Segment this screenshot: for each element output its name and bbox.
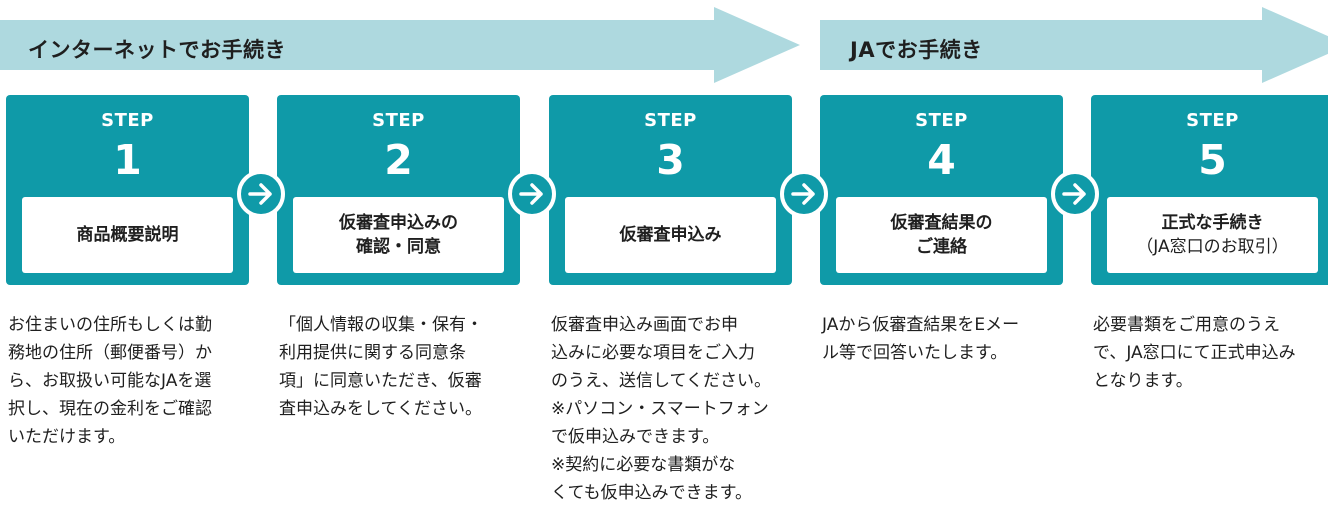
step-title-line: 仮審査申込み bbox=[619, 225, 722, 245]
step-card-4: STEP 4 仮審査結果の ご連絡 bbox=[820, 95, 1063, 285]
step-2-description: 「個人情報の収集・保有・ 利用提供に関する同意条 項」に同意いただき、仮審 査申… bbox=[279, 315, 483, 419]
arrow-right-icon bbox=[508, 170, 556, 218]
step-subtitle: （JA窓口のお取引） bbox=[1136, 237, 1289, 257]
banner-arrows bbox=[0, 7, 1328, 83]
step-card-2: STEP 2 仮審査申込みの 確認・同意 bbox=[277, 95, 520, 285]
step-card-1: STEP 1 商品概要説明 bbox=[6, 95, 249, 285]
step-label: STEP bbox=[644, 110, 697, 131]
step-1-description: お住まいの住所もしくは勤 務地の住所（郵便番号）か ら、お取扱い可能なJAを選 … bbox=[8, 315, 212, 447]
step-number: 2 bbox=[384, 136, 413, 184]
step-label: STEP bbox=[915, 110, 968, 131]
step-4-description: JAから仮審査結果をEメー ル等で回答いたします。 bbox=[822, 315, 1020, 363]
arrow-right-icon bbox=[780, 170, 828, 218]
step-number: 1 bbox=[113, 136, 142, 184]
arrow-right-icon bbox=[237, 170, 285, 218]
step-title-box: 正式な手続き （JA窓口のお取引） bbox=[1107, 197, 1318, 273]
step-title-box: 仮審査申込みの 確認・同意 bbox=[293, 197, 504, 273]
ja-procedure-label: JAでお手続き bbox=[850, 38, 983, 62]
internet-procedure-label: インターネットでお手続き bbox=[28, 38, 286, 62]
arrow-right-glyph bbox=[791, 183, 815, 205]
step-card-5: STEP 5 正式な手続き （JA窓口のお取引） bbox=[1091, 95, 1328, 285]
step-card-3: STEP 3 仮審査申込み bbox=[549, 95, 792, 285]
step-title-line: 商品概要説明 bbox=[76, 225, 179, 245]
step-title-box: 仮審査結果の ご連絡 bbox=[836, 197, 1047, 273]
step-number: 5 bbox=[1198, 136, 1227, 184]
step-title-line: ご連絡 bbox=[916, 237, 967, 257]
arrow-right-glyph bbox=[248, 183, 272, 205]
arrow-right-glyph bbox=[519, 183, 543, 205]
step-title-line: 仮審査申込みの bbox=[339, 213, 458, 233]
step-5-description: 必要書類をご用意のうえ で、JA窓口にて正式申込み となります。 bbox=[1093, 315, 1296, 391]
step-number: 4 bbox=[927, 136, 956, 184]
step-title-line: 正式な手続き bbox=[1161, 213, 1264, 233]
arrow-right-glyph bbox=[1062, 183, 1086, 205]
step-title-line: 仮審査結果の bbox=[890, 213, 993, 233]
internet-banner-arrow bbox=[0, 7, 800, 83]
step-title-box: 仮審査申込み bbox=[565, 197, 776, 273]
step-3-description: 仮審査申込み画面でお申 込みに必要な項目をご入力 のうえ、送信してください。 ※… bbox=[551, 315, 771, 503]
step-title-box: 商品概要説明 bbox=[22, 197, 233, 273]
step-label: STEP bbox=[372, 110, 425, 131]
step-label: STEP bbox=[101, 110, 154, 131]
step-number: 3 bbox=[656, 136, 685, 184]
step-title-line: 確認・同意 bbox=[356, 237, 441, 257]
process-banners: インターネットでお手続き JAでお手続き bbox=[0, 0, 1328, 86]
step-label: STEP bbox=[1186, 110, 1239, 131]
arrow-right-icon bbox=[1051, 170, 1099, 218]
ja-banner-arrow bbox=[820, 7, 1328, 83]
